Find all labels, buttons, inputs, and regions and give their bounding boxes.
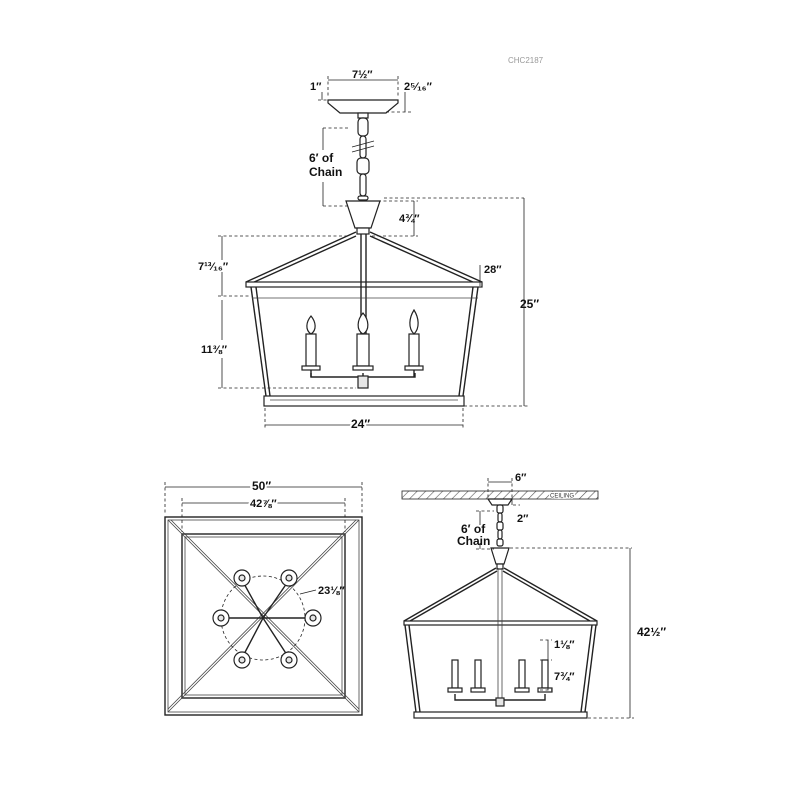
side-chain-label-line2: Chain xyxy=(457,534,490,548)
side-chain xyxy=(496,504,504,547)
canopy-width-label: 7½″ xyxy=(352,69,373,81)
front-elevation: 7½″ 1″ 2⁵⁄₁₆″ 6′ of Chain 4¾″ 7¹³⁄₁₆″ 28… xyxy=(198,69,539,433)
candle-cluster xyxy=(301,308,424,389)
hook-height-label: 4¾″ xyxy=(399,213,420,225)
top-inner-width-label: 42⅞″ xyxy=(250,498,277,510)
side-candles xyxy=(447,659,553,707)
candle-top-label: 1⅛″ xyxy=(554,639,575,651)
chain xyxy=(351,117,375,201)
base-width-label: 24″ xyxy=(351,417,370,431)
side-overall-height-label: 42½″ xyxy=(637,625,666,639)
canopy-depth-label: 2⁵⁄₁₆″ xyxy=(404,81,433,93)
top-outer-width-label: 50″ xyxy=(252,479,271,493)
canopy-height-label: 1″ xyxy=(310,81,322,93)
model-code: CHC2187 xyxy=(508,56,544,65)
roof-height-label: 7¹³⁄₁₆″ xyxy=(198,261,229,273)
side-chain-label-line1: 6′ of xyxy=(461,522,486,536)
side-canopy-depth-label: 2″ xyxy=(517,513,529,525)
front-dimensions xyxy=(218,76,528,430)
body-height-label: 11⅜″ xyxy=(201,344,228,356)
top-view: 50″ 42⅞″ 23⅛″ xyxy=(164,477,363,716)
chain-label-line1: 6′ of xyxy=(309,151,334,165)
lantern-body xyxy=(250,286,479,407)
side-elevation: CEILING xyxy=(401,472,666,719)
top-width-label: 28″ xyxy=(484,264,502,276)
candle-height-label: 7¾″ xyxy=(554,671,575,683)
overall-height-label: 25″ xyxy=(520,297,539,311)
candle-cups xyxy=(212,569,322,669)
side-canopy-width-label: 6″ xyxy=(515,472,527,484)
ceiling-label: CEILING xyxy=(550,494,574,500)
canopy xyxy=(327,99,399,119)
finial xyxy=(345,200,381,229)
arm-diameter-label: 23⅛″ xyxy=(318,585,345,597)
chain-label-line2: Chain xyxy=(309,165,342,179)
